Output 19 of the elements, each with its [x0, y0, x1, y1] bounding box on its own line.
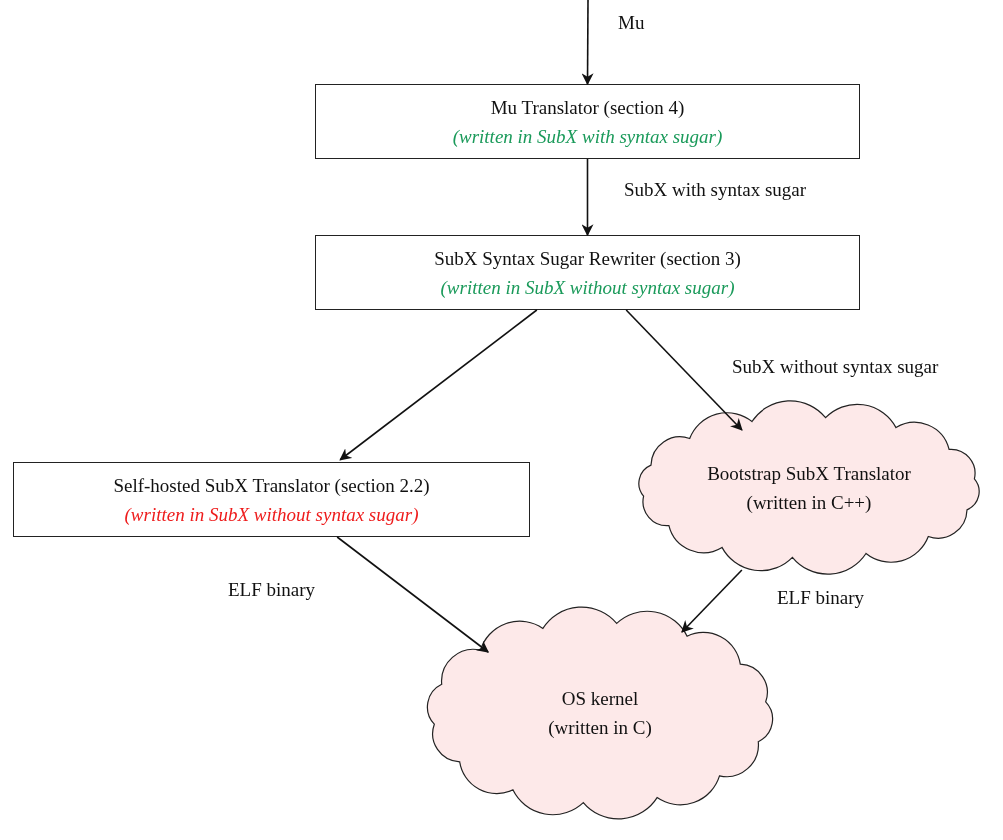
arrow [581, 0, 594, 86]
node-note: (written in SubX with syntax sugar) [452, 124, 723, 149]
arrow [336, 536, 490, 653]
arrow [339, 309, 538, 461]
arrow [681, 569, 743, 633]
arrow [581, 158, 594, 237]
process-box [13, 462, 530, 537]
node-note: (written in SubX without syntax sugar) [124, 502, 419, 527]
process-box [315, 235, 860, 310]
node-title: Bootstrap SubX Translator [707, 461, 911, 486]
arrow [625, 309, 743, 431]
node-note: (written in C) [548, 716, 652, 740]
node-title: Self-hosted SubX Translator (section 2.2) [113, 473, 430, 498]
node-note: (written in SubX without syntax sugar) [440, 275, 735, 300]
process-box [315, 84, 860, 159]
node-note: (written in C++) [746, 490, 872, 515]
node-title: SubX Syntax Sugar Rewriter (section 3) [434, 246, 741, 271]
node-title: OS kernel [561, 687, 639, 711]
node-title: Mu Translator (section 4) [490, 95, 685, 120]
